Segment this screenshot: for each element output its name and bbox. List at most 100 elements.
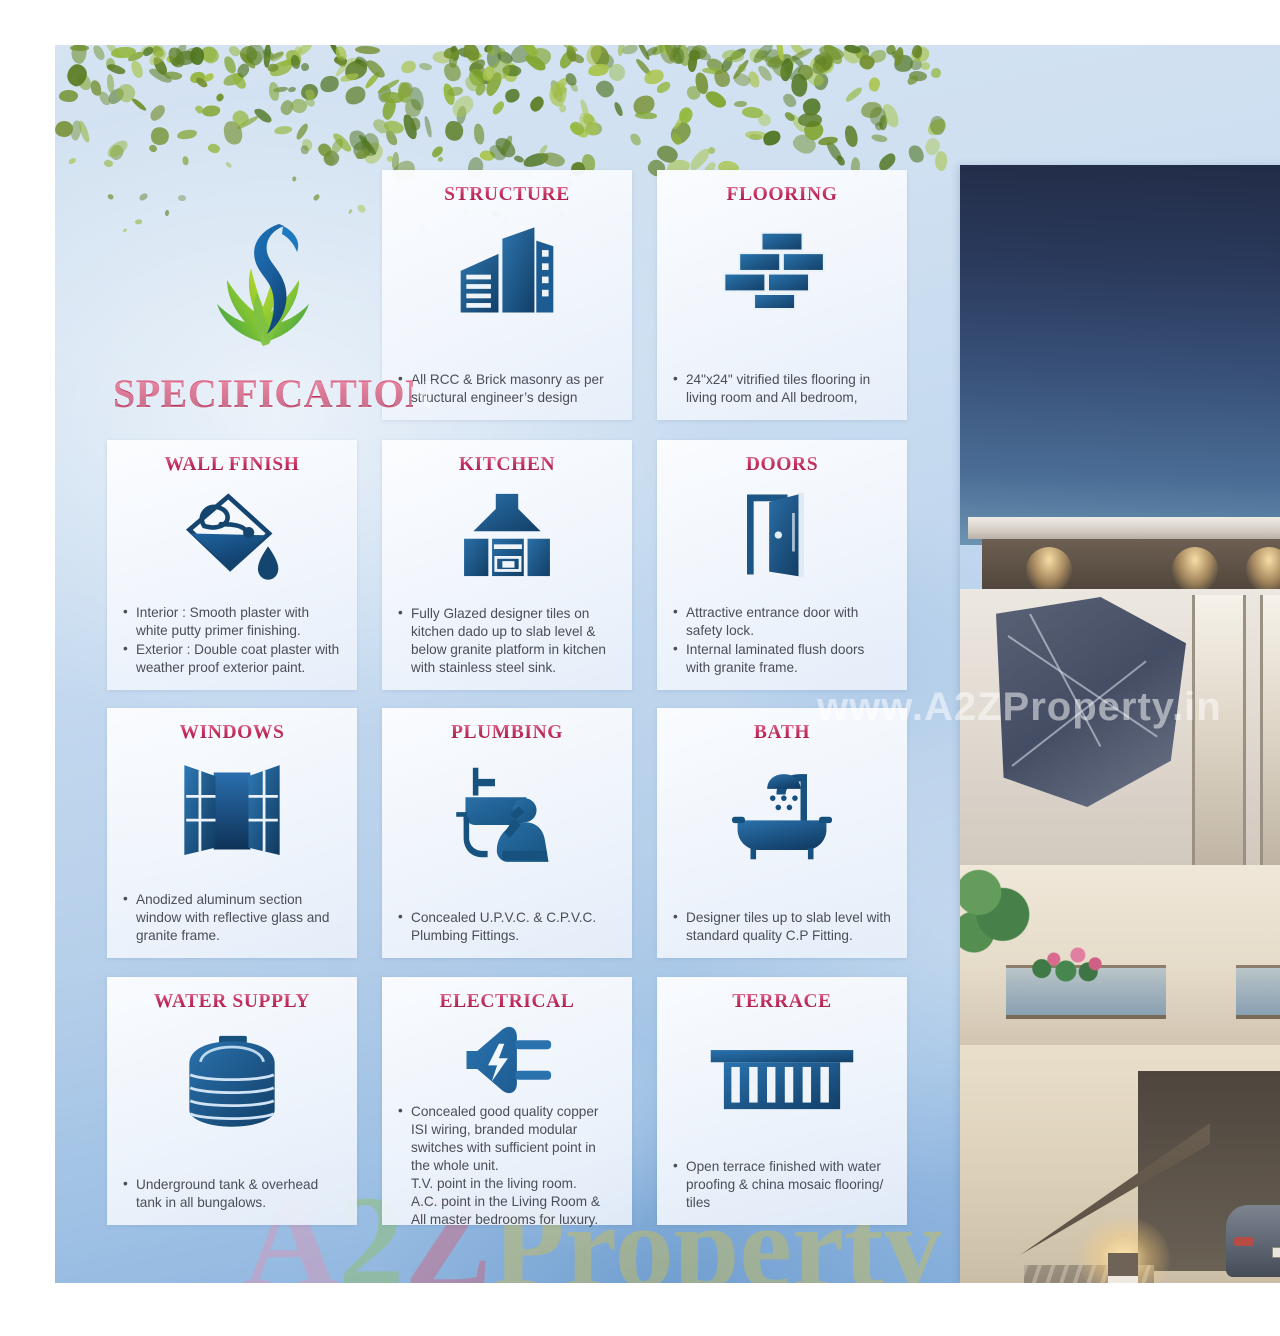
leaf: [485, 45, 497, 58]
balcony-railing: [1236, 965, 1280, 1019]
leaf: [245, 45, 266, 67]
leaf: [760, 54, 785, 66]
leaf: [272, 86, 289, 94]
leaf: [461, 71, 486, 95]
leaf: [263, 50, 285, 63]
leaf: [634, 45, 652, 62]
leaf-speck: [67, 157, 77, 166]
leaf: [797, 112, 823, 127]
leaf: [693, 70, 710, 95]
leaf: [355, 45, 381, 55]
card-body-plumbing: Concealed U.P.V.C. & C.P.V.C. Plumbing F…: [398, 908, 616, 946]
leaf: [928, 114, 946, 136]
leaf: [89, 79, 104, 98]
leaf: [449, 45, 459, 54]
card-body-bath: Designer tiles up to slab level with sta…: [673, 908, 891, 946]
card-body-water-supply: Underground tank & overhead tank in all …: [123, 1175, 341, 1213]
leaf: [380, 96, 398, 122]
water-tank-icon: [123, 1017, 341, 1152]
leaf: [810, 48, 837, 77]
leaf: [105, 63, 126, 77]
bullet-item: Designer tiles up to slab level with sta…: [673, 908, 891, 945]
leaf-speck: [291, 176, 297, 182]
leaf: [633, 57, 653, 77]
open-door-icon: [673, 480, 891, 590]
leaf: [502, 85, 523, 105]
leaf: [756, 111, 774, 129]
leaf: [479, 149, 496, 162]
leaf: [667, 45, 685, 62]
leaf: [593, 77, 617, 101]
card-body-kitchen: Fully Glazed designer tiles on kitchen d…: [398, 604, 616, 678]
leaf: [703, 88, 730, 112]
leaf: [627, 131, 643, 148]
leaf: [812, 55, 832, 75]
leaf: [460, 45, 484, 65]
leaf: [273, 125, 293, 136]
leaf: [564, 45, 579, 63]
leaf: [817, 45, 846, 63]
leaf: [491, 134, 519, 161]
leaf: [552, 76, 570, 93]
bullet-list: Open terrace finished with water proofin…: [673, 1157, 891, 1212]
downlight: [1246, 547, 1280, 593]
leaf: [795, 62, 817, 83]
leaf: [443, 119, 465, 142]
leaf: [130, 96, 148, 112]
leaf: [685, 45, 713, 63]
card-kitchen: KITCHEN Fully Glazed designer tiles on k…: [382, 440, 632, 690]
leaf: [299, 144, 311, 156]
leaf: [150, 54, 170, 78]
bullet-item: Open terrace finished with water proofin…: [673, 1157, 891, 1212]
leaf: [575, 108, 602, 139]
leaf: [706, 146, 716, 156]
flower-planter: [1028, 943, 1114, 983]
leaf: [676, 45, 692, 67]
leaf: [126, 49, 146, 64]
leaf: [934, 150, 947, 172]
leaf: [399, 58, 418, 75]
card-title-doors: DOORS: [673, 454, 891, 476]
leaf: [173, 45, 189, 58]
leaf: [380, 90, 405, 104]
leaf: [266, 62, 280, 72]
leaf: [403, 97, 423, 118]
leaf: [278, 98, 295, 116]
leaf: [579, 98, 591, 119]
leaf: [914, 45, 924, 61]
leaf: [238, 50, 257, 70]
leaf: [320, 151, 338, 168]
leaf: [199, 45, 218, 63]
leaf: [128, 59, 145, 80]
car-tail-light: [1234, 1237, 1254, 1246]
card-flooring: FLOORING 24"x24" v: [657, 170, 907, 420]
leaf: [395, 79, 416, 101]
leaf: [748, 133, 763, 140]
leaf: [432, 51, 452, 65]
leaf: [840, 45, 865, 67]
bullet-list: Fully Glazed designer tiles on kitchen d…: [398, 604, 616, 677]
card-body-structure: All RCC & Brick masonry as per structura…: [398, 370, 616, 408]
leaf: [507, 45, 538, 68]
leaf: [321, 148, 341, 169]
leaf: [490, 99, 507, 117]
glass-column: [1260, 595, 1280, 895]
leaf: [451, 48, 460, 61]
leaf: [448, 91, 478, 122]
leaf: [252, 106, 274, 126]
leaf: [608, 63, 625, 82]
leaf: [357, 133, 378, 157]
bullet-item: Interior : Smooth plaster with white put…: [123, 603, 341, 640]
leaf: [467, 59, 490, 82]
leaf: [661, 45, 671, 57]
card-terrace: TERRACE Open terrace finished with: [657, 977, 907, 1225]
leaf: [789, 45, 807, 58]
leaf: [539, 150, 567, 170]
bullet-item: Internal laminated flush doors with gran…: [673, 640, 891, 677]
card-body-terrace: Open terrace finished with water proofin…: [673, 1157, 891, 1213]
leaf: [466, 56, 488, 75]
leaf: [920, 62, 931, 70]
leaf: [230, 107, 252, 129]
bathtub-shower-icon: [673, 748, 891, 878]
brochure-page: A2ZProperty: [55, 45, 1280, 1283]
